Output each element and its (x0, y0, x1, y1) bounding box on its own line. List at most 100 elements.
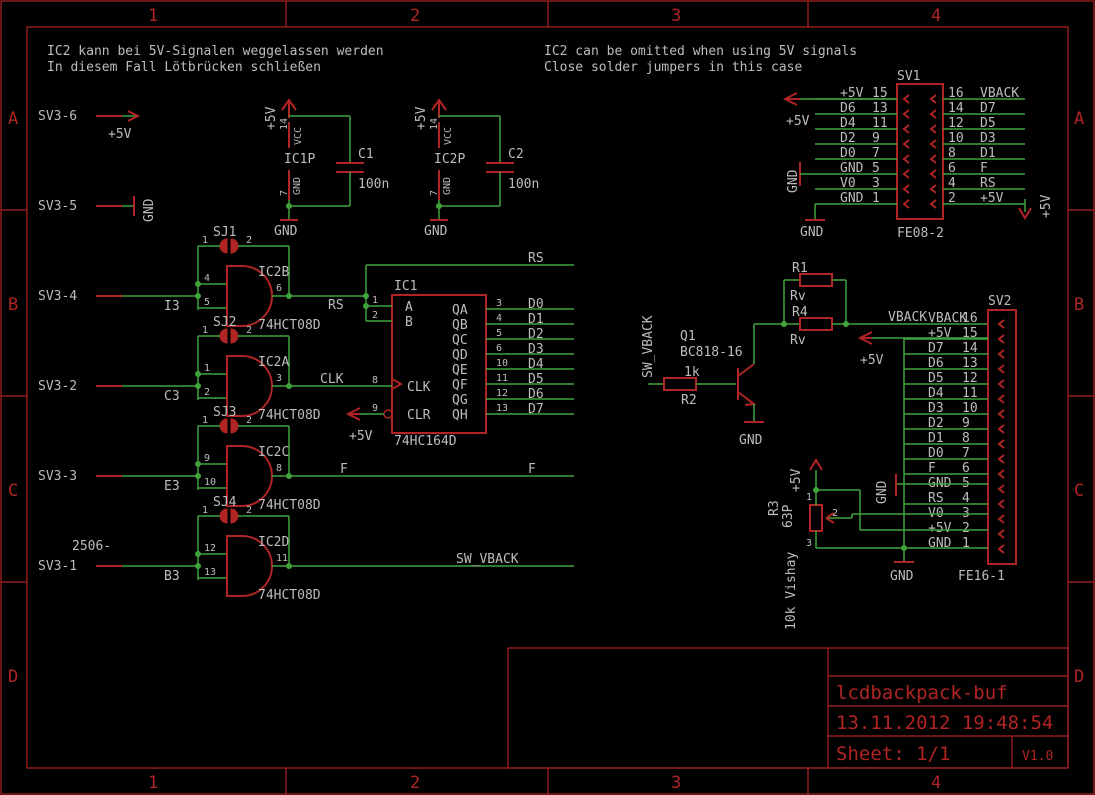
sv1-right-label: F (980, 161, 988, 176)
sv3-pin6: SV3-6 (38, 109, 77, 124)
sv2-pin-mark (997, 379, 1005, 389)
jumper-half-left (219, 328, 228, 344)
jumper-half-right (230, 328, 239, 344)
gate-part: 74HCT08D (258, 408, 321, 423)
net-rs-top: RS (528, 251, 544, 266)
ic1-output-net: D4 (528, 357, 544, 372)
sv1-pin-mark (902, 169, 910, 179)
gate-pin-in2: 2 (204, 387, 210, 398)
note-en-line2: Close solder jumpers in this case (544, 60, 802, 75)
sv1-right-num: 10 (948, 131, 964, 146)
ic1-output-name: QH (452, 408, 468, 423)
sv2-pin-mark (997, 334, 1005, 344)
sv1-left-label: D6 (840, 101, 856, 116)
sv1-part: FE08-2 (897, 226, 944, 241)
ic1-left-pin-name: CLR (407, 408, 431, 423)
note-de-line2: In diesem Fall Lötbrücken schließen (47, 60, 321, 75)
sv2-num: 10 (962, 401, 978, 416)
col-label-2: 2 (410, 6, 420, 26)
sv1-plus5-left: +5V (786, 114, 810, 129)
sv2-num: 1 (962, 536, 970, 551)
r3-name: R3 (767, 500, 782, 516)
net-f-label: F (340, 462, 348, 477)
c1-value: 100n (358, 177, 389, 192)
ic1p-gnd-pin: GND (292, 177, 303, 195)
junction (195, 293, 201, 299)
gate-pin-in1: 9 (204, 453, 210, 464)
sv1-right-num: 12 (948, 116, 964, 131)
jumper-half-right (230, 418, 239, 434)
sv2-label: D2 (928, 416, 944, 431)
sv1-left-label: GND (840, 161, 864, 176)
sv3-label-2506: 2506- (72, 539, 111, 554)
ic1-output-net: D5 (528, 372, 544, 387)
sv2-pin-mark (997, 544, 1005, 554)
sv2-pin-mark (997, 349, 1005, 359)
ic1-output-name: QA (452, 303, 468, 318)
ic1p-label: IC1P (284, 152, 315, 167)
ic1-output-num: 4 (496, 313, 502, 324)
q1-part: BC818-16 (680, 345, 743, 360)
shift-register-ic1: IC1 74HC164D RS RS CLK +5V F F SW_VBACK … (289, 251, 574, 567)
sv2-pin-mark (997, 484, 1005, 494)
row-label-b-right: B (1074, 295, 1084, 315)
sv1-left-label: D4 (840, 116, 856, 131)
sv1-right-num: 8 (948, 146, 956, 161)
ic1-output-name: QC (452, 333, 468, 348)
gate-pin-in2: 5 (204, 297, 210, 308)
sv1-right-num: 14 (948, 101, 964, 116)
r4-name: R4 (792, 305, 808, 320)
sv1-pin-mark (902, 109, 910, 119)
ic1p-pin7: 7 (279, 190, 290, 196)
gate-pin-in1: 4 (204, 273, 210, 284)
ic1-left-pin-num: 9 (372, 403, 378, 414)
r2-name: R2 (681, 393, 697, 408)
sv1-gnd-left: GND (786, 169, 801, 193)
sv1-pin-mark (902, 199, 910, 209)
c2-value: 100n (508, 177, 539, 192)
ic1-output-num: 12 (496, 388, 508, 399)
sv2-pin-mark (997, 529, 1005, 539)
net-f-end: F (528, 462, 536, 477)
sv1-right-label: D3 (980, 131, 996, 146)
sv2-gnd-side: GND (875, 480, 890, 504)
q1-name: Q1 (680, 329, 696, 344)
sw-vback-vertical: SW_VBACK (641, 315, 656, 378)
r2-value: 1k (684, 365, 700, 380)
sv2-pin-mark (997, 364, 1005, 374)
row-label-a-right: A (1074, 109, 1084, 129)
sv1-left-label: D2 (840, 131, 856, 146)
ic1-output-name: QG (452, 393, 468, 408)
sv3-pin5-net: GND (142, 198, 157, 222)
sv1-right-num: 16 (948, 86, 964, 101)
sv1-name: SV1 (897, 69, 920, 84)
ic1p-vcc: VCC (293, 127, 304, 145)
sv1-pin-mark (902, 124, 910, 134)
sv3-pin2: SV3-2 (38, 379, 77, 394)
sv1-right-num: 6 (948, 161, 956, 176)
net-clk: CLK (320, 372, 344, 387)
gate-name: IC2B (258, 265, 289, 280)
ic1-output-num: 3 (496, 298, 502, 309)
sv1-pin-mark (902, 139, 910, 149)
gate-input-net: B3 (164, 569, 180, 584)
sv1-left-num: 11 (872, 116, 888, 131)
ic1-output-num: 10 (496, 358, 508, 369)
r4-value: Rv (790, 333, 806, 348)
sv2-pin-mark (997, 469, 1005, 479)
sv3-pin1: SV3-1 (38, 559, 77, 574)
net-rs-ic1: RS (328, 298, 344, 313)
gate-part: 74HCT08D (258, 588, 321, 603)
ic1-name: IC1 (394, 279, 417, 294)
row-label-d-right: D (1074, 667, 1084, 687)
and-gate-body (226, 265, 273, 327)
sv1-gnd-bottom: GND (800, 225, 824, 240)
sv3-pin4: SV3-4 (38, 289, 77, 304)
jumper-pin2: 2 (246, 415, 252, 426)
r3-pin2: 2 (832, 508, 838, 519)
left-connector: SV3-6 +5V SV3-5 GND SV3-4 SV3-2 SV3-3 25… (38, 109, 157, 574)
sv2-num: 8 (962, 431, 970, 446)
